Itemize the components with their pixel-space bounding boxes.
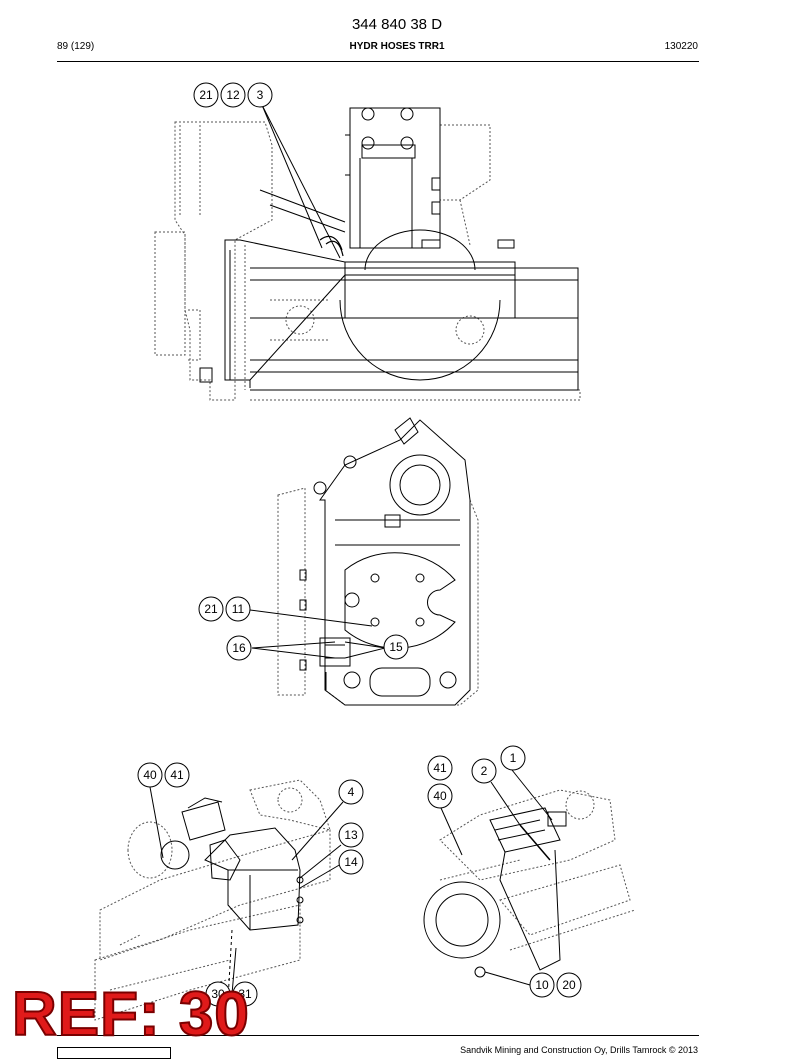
footer-copyright: Sandvik Mining and Construction Oy, Dril… [460, 1045, 698, 1055]
callout-10: 10 [535, 978, 549, 992]
callout-3: 3 [257, 88, 264, 102]
callout-40: 40 [433, 789, 447, 803]
callout-2: 2 [481, 764, 488, 778]
callout-41: 41 [170, 768, 184, 782]
callout-14: 14 [344, 855, 358, 869]
drawing-top-view [154, 107, 581, 401]
callout-11: 11 [232, 602, 245, 616]
header-divider [57, 61, 699, 62]
callout-13: 13 [344, 828, 358, 842]
callout-40: 40 [143, 768, 157, 782]
ref-stamp: REF: 30 [11, 980, 250, 1049]
callout-group [137, 82, 582, 1007]
footer-divider [57, 1035, 699, 1036]
callout-1: 1 [510, 751, 517, 765]
callout-4: 4 [348, 785, 355, 799]
callout-41: 41 [433, 761, 447, 775]
document-number: 344 840 38 D [351, 16, 443, 33]
drawing-end-view [277, 417, 479, 706]
drawing-iso-right [423, 789, 636, 978]
callout-labels: 21 12 3 21 11 16 15 40 41 4 13 14 30 31 … [143, 88, 576, 1001]
drawing-iso-left [94, 779, 331, 1021]
callout-21: 21 [199, 88, 213, 102]
page-title: HYDR HOSES TRR1 [349, 41, 445, 52]
callout-20: 20 [562, 978, 576, 992]
revision-code: 130220 [664, 41, 698, 52]
page-indicator: 89 (129) [57, 41, 95, 52]
callout-30: 30 [211, 987, 225, 1001]
callout-31: 31 [238, 987, 252, 1001]
callout-15: 15 [389, 640, 403, 654]
leader-lines [149, 104, 553, 995]
callout-16: 16 [232, 641, 246, 655]
callout-12: 12 [226, 88, 240, 102]
callout-21: 21 [204, 602, 218, 616]
